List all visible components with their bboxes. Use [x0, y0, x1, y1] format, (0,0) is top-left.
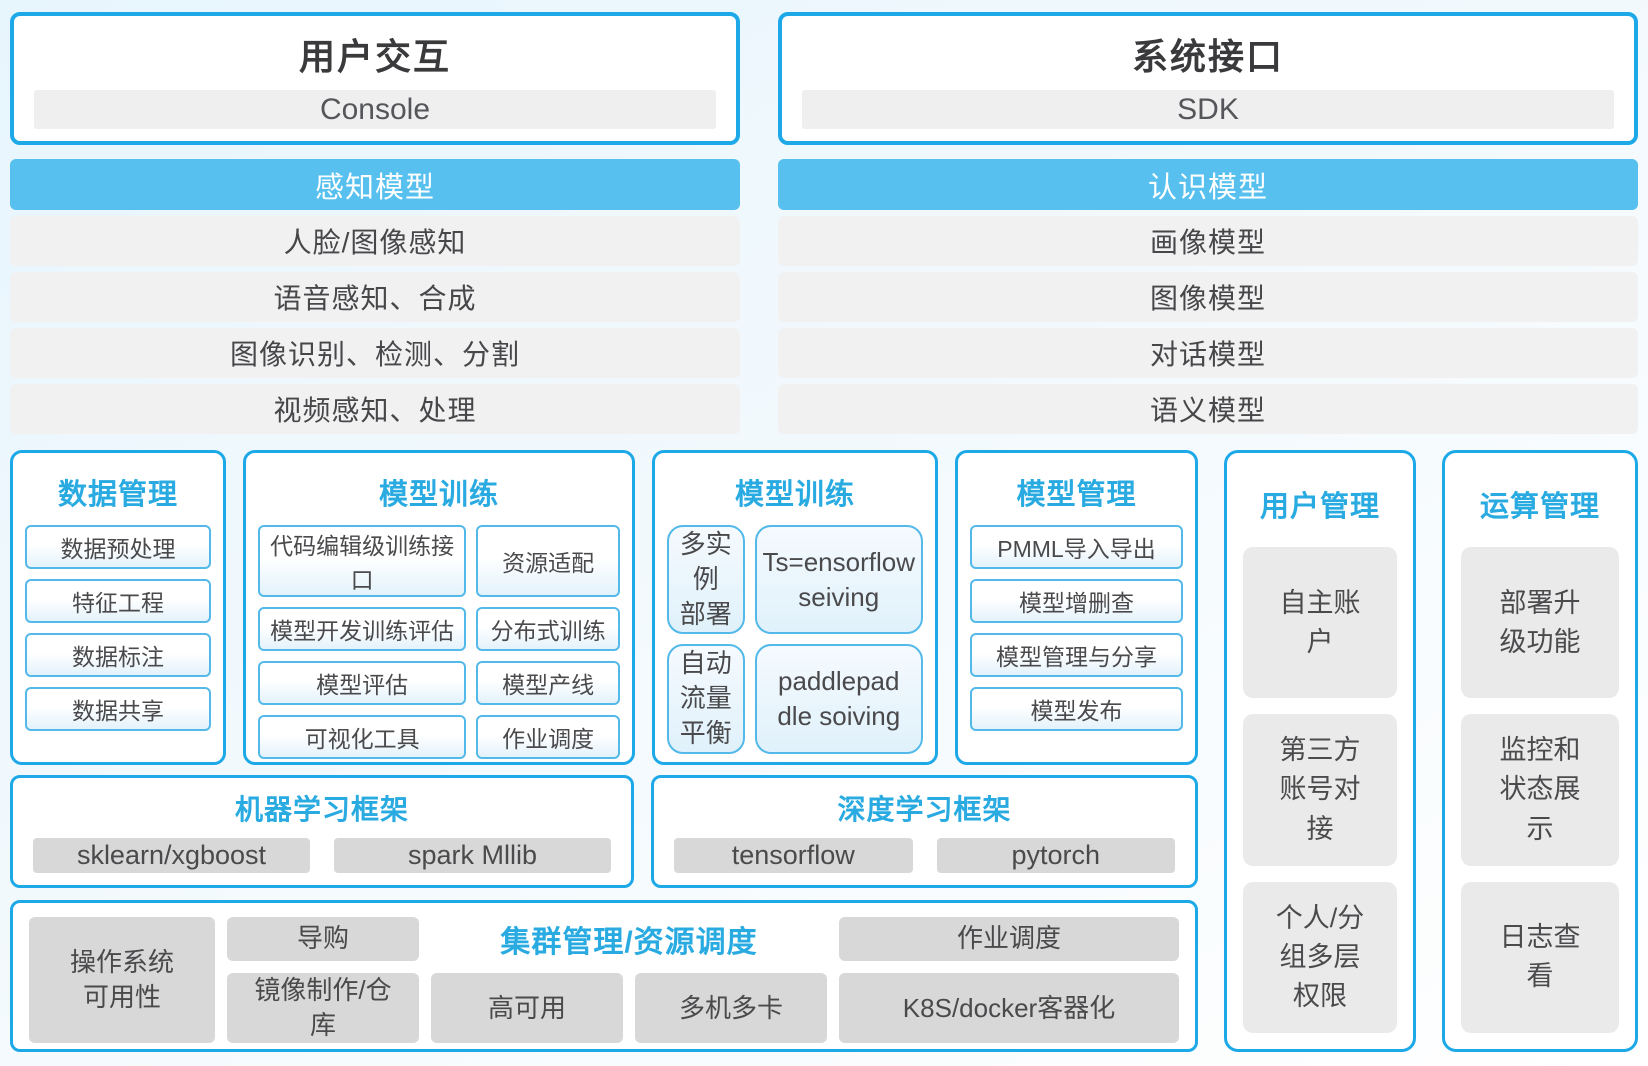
ml-framework-title: 机器学习框架 [234, 794, 409, 825]
platform-capabilities: 数据管理 数据预处理 特征工程 数据标注 数据共享 模型训练 代码编辑级训练接口… [10, 450, 1198, 1052]
group-item: PMML导入导出 [970, 525, 1183, 569]
perception-row: 语音感知、合成 [10, 272, 740, 322]
model-training-group-2: 模型训练 多实例 部署 Ts=ensorflow seiving 自动流量 平衡… [652, 450, 938, 765]
cognition-model-section: 认识模型 画像模型 图像模型 对话模型 语义模型 [778, 145, 1638, 434]
group-item: 特征工程 [25, 579, 211, 623]
user-management-item: 自主账 户 [1243, 547, 1397, 699]
framework-item: spark Mllib [334, 838, 611, 873]
group-item: paddlepad dle soiving [754, 644, 923, 754]
group-item: 模型评估 [258, 661, 467, 705]
perception-row: 图像识别、检测、分割 [10, 328, 740, 378]
framework-item: pytorch [936, 838, 1175, 873]
group-item: 模型增删查 [970, 579, 1183, 623]
group-item: 模型开发训练评估 [258, 607, 467, 651]
user-management-title: 用户管理 [1259, 491, 1380, 523]
dl-framework-title: 深度学习框架 [837, 794, 1012, 825]
ml-framework-items: sklearn/xgboost spark Mllib [33, 838, 611, 873]
cognition-row: 图像模型 [778, 272, 1638, 322]
cognition-row: 画像模型 [778, 216, 1638, 266]
group-item: 资源适配 [476, 525, 620, 597]
data-management-title: 数据管理 [57, 479, 178, 511]
group-item: 模型发布 [970, 687, 1183, 731]
sdk-bar: SDK [802, 90, 1614, 129]
model-training-title: 模型训练 [378, 479, 499, 511]
model-training-title: 模型训练 [734, 479, 855, 511]
user-management-column: 用户管理 自主账 户 第三方 账号对 接 个人/分 组多层 权限 [1224, 450, 1416, 1052]
user-management-items: 自主账 户 第三方 账号对 接 个人/分 组多层 权限 [1243, 547, 1397, 1033]
framework-item: sklearn/xgboost [33, 838, 310, 873]
model-management-items: PMML导入导出 模型增删查 模型管理与分享 模型发布 [970, 525, 1183, 750]
ml-framework-box: 机器学习框架 sklearn/xgboost spark Mllib [10, 775, 634, 888]
group-item: 自动流量 平衡 [667, 644, 745, 754]
group-item: 分布式训练 [476, 607, 620, 651]
cluster-item: 导购 [227, 917, 419, 961]
operations-management-column: 运算管理 部署升 级功能 监控和 状态展 示 日志查 看 [1442, 450, 1638, 1052]
cluster-management-box: 操作系统 可用性 导购 集群管理/资源调度 作业调度 镜像制作/仓 库 高可用 … [10, 900, 1198, 1052]
operations-management-item: 部署升 级功能 [1461, 547, 1619, 699]
cognition-row: 语义模型 [778, 384, 1638, 434]
model-management-title: 模型管理 [1016, 479, 1137, 511]
group-item: 数据预处理 [25, 525, 211, 569]
model-training-items: 代码编辑级训练接口 资源适配 模型开发训练评估 分布式训练 模型评估 模型产线 … [258, 525, 620, 759]
dl-framework-items: tensorflow pytorch [674, 838, 1175, 873]
cluster-item: 镜像制作/仓 库 [227, 973, 419, 1044]
group-item: 数据标注 [25, 633, 211, 677]
cluster-item: 多机多卡 [635, 973, 827, 1044]
cognition-model-header: 认识模型 [778, 159, 1638, 210]
perception-model-header: 感知模型 [10, 159, 740, 210]
group-item: 多实例 部署 [667, 525, 745, 635]
group-item: 模型产线 [476, 661, 620, 705]
user-interaction-title: 用户交互 [298, 36, 451, 77]
group-item: 作业调度 [476, 715, 620, 759]
perception-model-section: 感知模型 人脸/图像感知 语音感知、合成 图像识别、检测、分割 视频感知、处理 [10, 145, 740, 434]
cluster-item: 作业调度 [839, 917, 1179, 961]
model-serving-items: 多实例 部署 Ts=ensorflow seiving 自动流量 平衡 padd… [667, 525, 923, 754]
group-item: Ts=ensorflow seiving [754, 525, 923, 635]
group-item: 数据共享 [25, 687, 211, 731]
perception-row: 人脸/图像感知 [10, 216, 740, 266]
system-interface-title: 系统接口 [1131, 36, 1284, 77]
model-management-group: 模型管理 PMML导入导出 模型增删查 模型管理与分享 模型发布 [955, 450, 1198, 765]
cluster-item: 操作系统 可用性 [29, 917, 215, 1044]
operations-management-item: 日志查 看 [1461, 881, 1619, 1033]
console-bar: Console [34, 90, 716, 129]
operations-management-item: 监控和 状态展 示 [1461, 714, 1619, 866]
frameworks-row: 机器学习框架 sklearn/xgboost spark Mllib 深度学习框… [10, 775, 1198, 888]
perception-row: 视频感知、处理 [10, 384, 740, 434]
operations-management-items: 部署升 级功能 监控和 状态展 示 日志查 看 [1461, 547, 1619, 1033]
data-management-group: 数据管理 数据预处理 特征工程 数据标注 数据共享 [10, 450, 226, 765]
cluster-item: 高可用 [431, 973, 623, 1044]
cluster-item: K8S/docker客器化 [839, 973, 1179, 1044]
operations-management-title: 运算管理 [1479, 491, 1600, 523]
top-row: 用户交互 Console 系统接口 SDK [10, 12, 1638, 145]
cluster-management-title: 集群管理/资源调度 [500, 926, 758, 959]
group-item: 代码编辑级训练接口 [258, 525, 467, 597]
user-management-item: 个人/分 组多层 权限 [1243, 881, 1397, 1033]
user-interaction-box: 用户交互 Console [10, 12, 740, 145]
system-interface-box: 系统接口 SDK [778, 12, 1638, 145]
dl-framework-box: 深度学习框架 tensorflow pytorch [651, 775, 1198, 888]
user-management-item: 第三方 账号对 接 [1243, 714, 1397, 866]
groups-row: 数据管理 数据预处理 特征工程 数据标注 数据共享 模型训练 代码编辑级训练接口… [10, 450, 1198, 765]
lower-section: 数据管理 数据预处理 特征工程 数据标注 数据共享 模型训练 代码编辑级训练接口… [10, 450, 1638, 1052]
data-management-items: 数据预处理 特征工程 数据标注 数据共享 [25, 525, 211, 750]
model-sections: 感知模型 人脸/图像感知 语音感知、合成 图像识别、检测、分割 视频感知、处理 … [10, 145, 1638, 434]
group-item: 可视化工具 [258, 715, 467, 759]
cognition-row: 对话模型 [778, 328, 1638, 378]
group-item: 模型管理与分享 [970, 633, 1183, 677]
model-training-group-1: 模型训练 代码编辑级训练接口 资源适配 模型开发训练评估 分布式训练 模型评估 … [243, 450, 635, 765]
framework-item: tensorflow [674, 838, 913, 873]
